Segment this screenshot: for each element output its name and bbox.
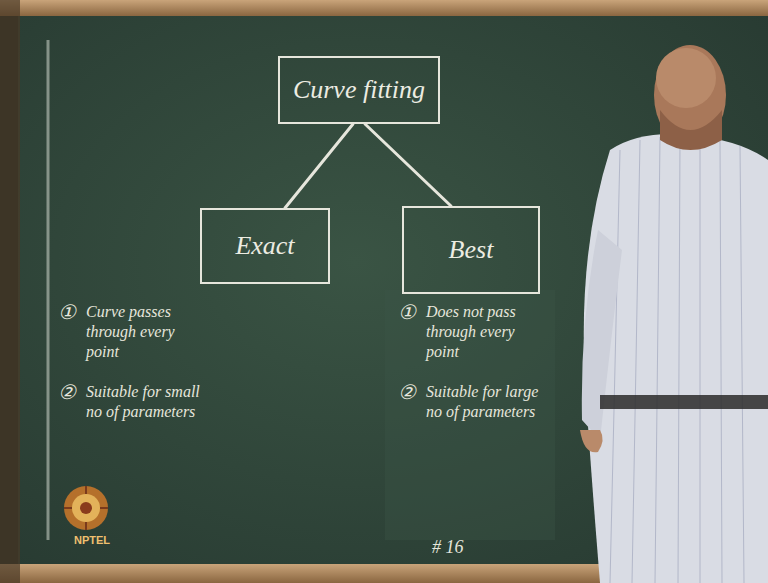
note-text: Curve passes through every point (86, 302, 206, 362)
callout-number: ① (398, 300, 424, 325)
callout-number: ② (398, 380, 424, 405)
note-text: Suitable for small no of parameters (86, 382, 216, 422)
box-title: Curve fitting (293, 76, 425, 105)
process-box: Curve fitting (278, 56, 440, 124)
note-text: Does not pass through every point (426, 302, 544, 362)
note-text: Suitable for large no of parameters (426, 382, 548, 422)
callout-number: ① (58, 300, 84, 325)
box-title: Best (449, 236, 494, 265)
chalk-connector (285, 124, 353, 208)
box-title: Exact (235, 232, 294, 261)
process-box: Exact (200, 208, 330, 284)
callout-number: ② (58, 380, 84, 405)
note-text: # 16 (432, 536, 492, 559)
process-box: Best (402, 206, 540, 294)
chalk-connector (365, 124, 451, 206)
logo-text: NPTEL (62, 534, 122, 548)
